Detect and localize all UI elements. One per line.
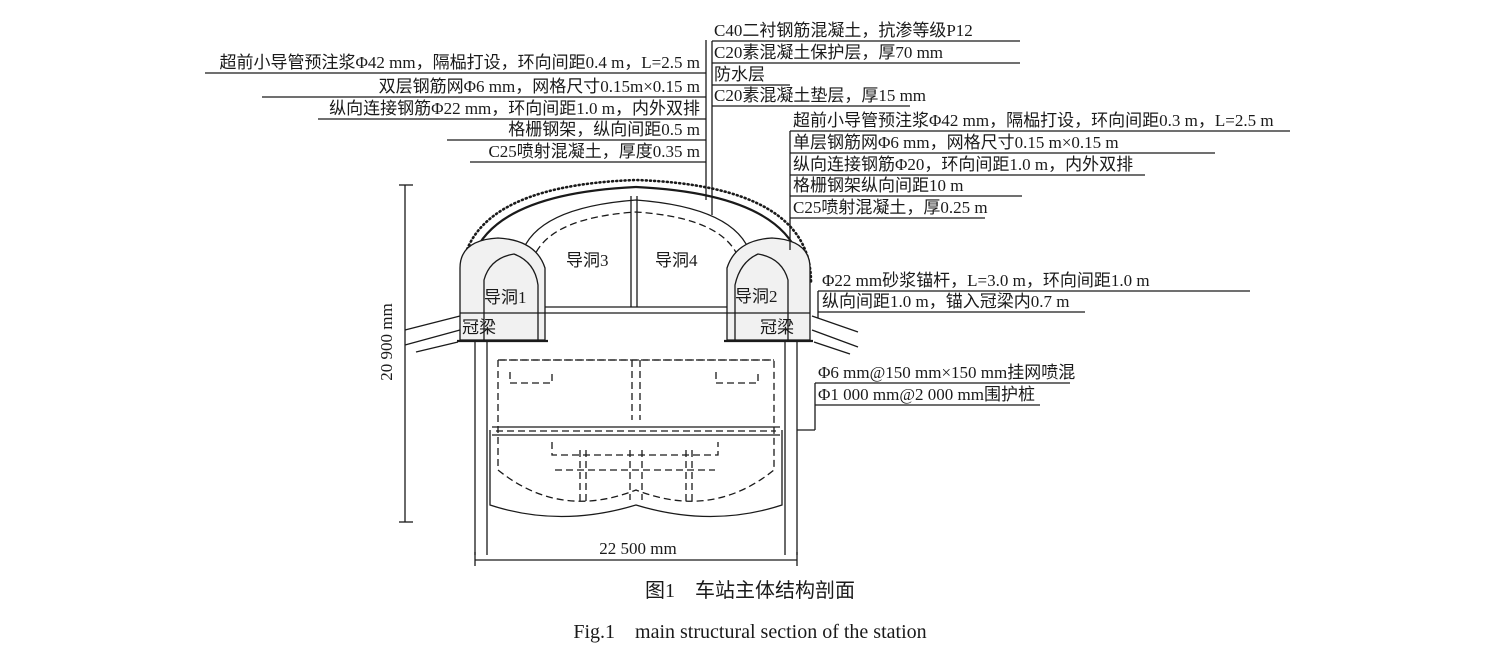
leaders-right [789, 130, 1290, 250]
vault-arch [459, 178, 813, 307]
top-note-3: 防水层 [714, 65, 765, 84]
left-note-4: 格栅钢架，纵向间距0.5 m [508, 120, 700, 139]
crown-beam-label-right: 冠梁 [760, 318, 794, 337]
leaders-anchor [817, 290, 1250, 318]
right-drift [724, 237, 813, 343]
leaders-left [205, 40, 707, 200]
left-note-1: 超前小导管预注浆Φ42 mm，隔榀打设，环向间距0.4 m，L=2.5 m [219, 53, 700, 72]
pile-note-1: Φ6 mm@150 mm×150 mm挂网喷混 [818, 363, 1075, 382]
anchor-bolts [404, 315, 859, 355]
left-note-5: C25喷射混凝土，厚度0.35 m [488, 142, 700, 161]
leaders-pile [797, 382, 1070, 431]
left-note-2: 双层钢筋网Φ6 mm，网格尺寸0.15m×0.15 m [379, 77, 700, 96]
drift-label-1: 导洞1 [484, 288, 527, 307]
leaders-top [711, 40, 1020, 215]
right-note-1: 超前小导管预注浆Φ42 mm，隔榀打设，环向间距0.3 m，L=2.5 m [793, 111, 1274, 130]
drift-label-4: 导洞4 [655, 251, 698, 270]
anchor-note-1: Φ22 mm砂浆锚杆，L=3.0 m，环向间距1.0 m [822, 271, 1150, 290]
pile-note-2: Φ1 000 mm@2 000 mm围护桩 [818, 385, 1035, 404]
top-note-4: C20素混凝土垫层，厚15 mm [714, 86, 926, 105]
top-note-1: C40二衬钢筋混凝土，抗渗等级P12 [714, 21, 973, 40]
right-note-3: 纵向连接钢筋Φ20，环向间距1.0 m，内外双排 [793, 155, 1133, 174]
height-label: 20 900 mm [377, 303, 396, 380]
crown-beam-label-left: 冠梁 [462, 318, 496, 337]
right-note-2: 单层钢筋网Φ6 mm，网格尺寸0.15 m×0.15 m [793, 133, 1119, 152]
caption-en: Fig.1 main structural section of the sta… [573, 621, 926, 643]
left-note-3: 纵向连接钢筋Φ22 mm，环向间距1.0 m，内外双排 [329, 99, 700, 118]
anchor-note-2: 纵向间距1.0 m，锚入冠梁内0.7 m [822, 292, 1069, 311]
drift-label-3: 导洞3 [566, 251, 609, 270]
top-note-2: C20素混凝土保护层，厚70 mm [714, 43, 943, 62]
left-drift [457, 237, 548, 343]
drift-label-2: 导洞2 [735, 287, 778, 306]
width-dimension: 22 500 mm [474, 539, 798, 566]
right-note-5: C25喷射混凝土，厚0.25 m [793, 198, 988, 217]
caption-zh: 图1 车站主体结构剖面 [645, 579, 855, 602]
retaining-piles [474, 341, 798, 555]
station-box [489, 359, 783, 518]
height-dimension: 20 900 mm [377, 184, 413, 523]
width-label: 22 500 mm [599, 539, 676, 558]
right-note-4: 格栅钢架纵向间距10 m [793, 176, 963, 195]
